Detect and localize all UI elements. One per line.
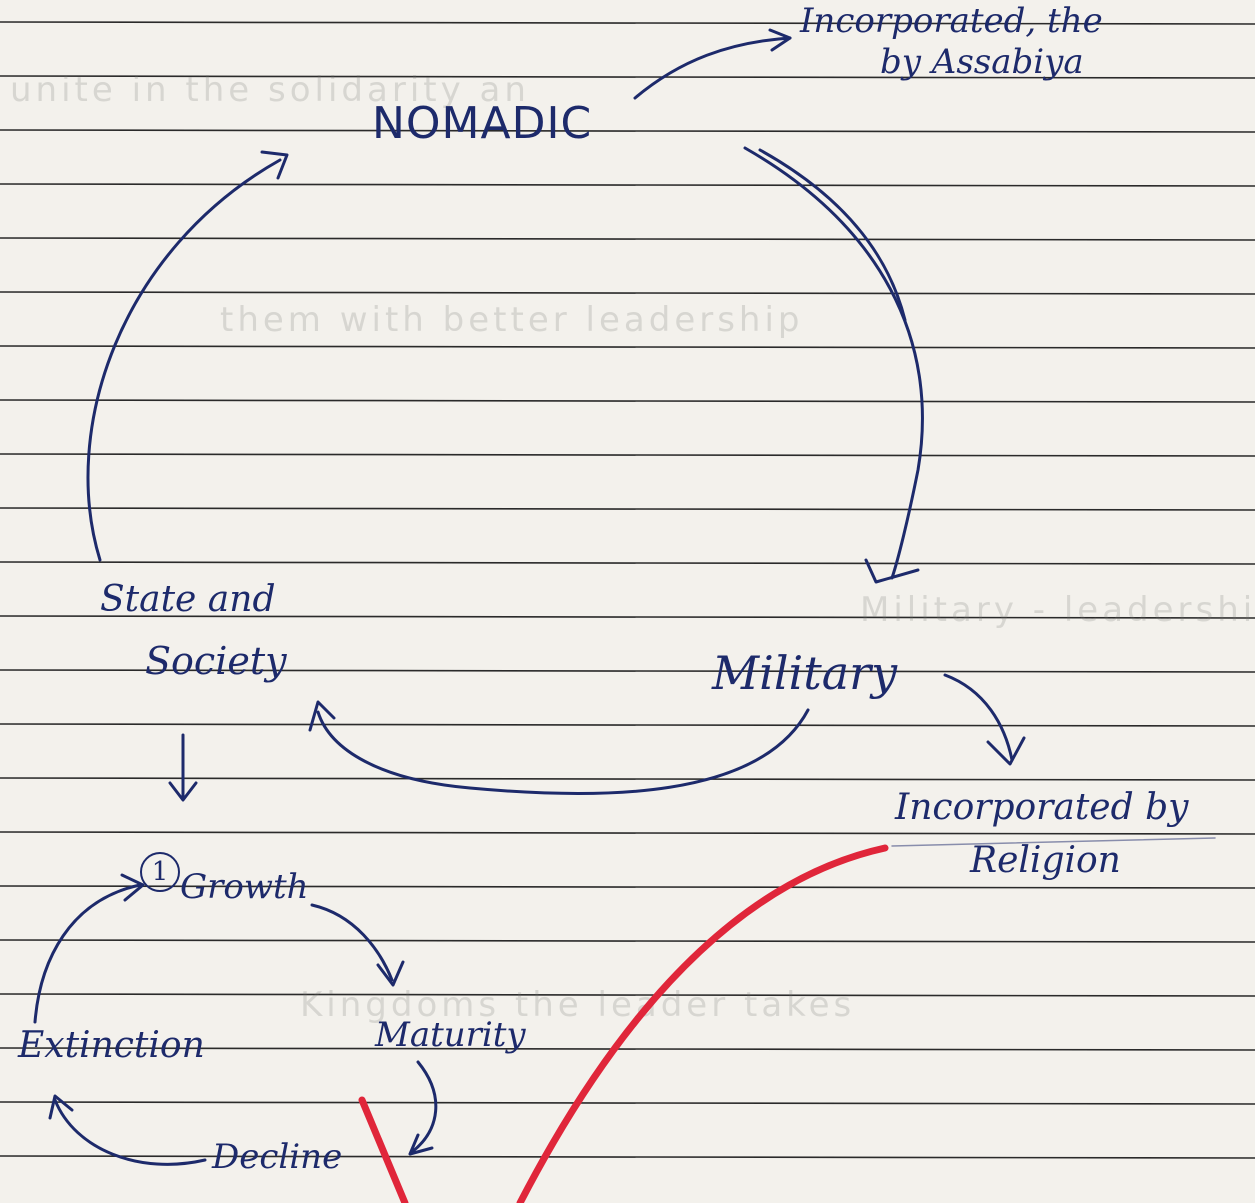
stage-extinction: Extinction (18, 1025, 205, 1066)
rule-line (0, 507, 1255, 511)
annotation-assabiya-line1: Incorporated, the (800, 1, 1103, 41)
background-bleed: Military - leadership (860, 590, 1255, 630)
rule-line (0, 1101, 1255, 1105)
stage-maturity: Maturity (375, 1015, 526, 1055)
annotation-assabiya-line2: by Assabiya (880, 42, 1084, 82)
rule-line (0, 237, 1255, 241)
arrow-maturity-to-decline (410, 1060, 438, 1154)
node-nomadic: NOMADIC (372, 98, 593, 149)
rule-line (0, 75, 1255, 79)
rule-line (0, 939, 1255, 943)
rule-line (0, 777, 1255, 781)
arrow-nomadic-to-assabiya (633, 36, 792, 100)
arrow-head-assabiya (768, 28, 792, 52)
rule-line (0, 669, 1255, 673)
arrow-head-extinction (48, 1094, 74, 1120)
node-military: Military (712, 646, 898, 700)
arrow-head-growth (120, 873, 145, 902)
node-state-society-line1: State and (100, 579, 276, 620)
arrow-military-to-state (316, 708, 810, 796)
arrow-growth-to-maturity (310, 903, 394, 982)
underline-incorporated-religion (891, 837, 1216, 847)
rule-line (0, 993, 1255, 997)
background-bleed: Kingdoms the leader takes (300, 985, 856, 1025)
rule-line (0, 885, 1255, 889)
annotation-religion-line2: Religion (970, 840, 1121, 881)
rule-line (0, 399, 1255, 403)
arrow-head-nomadic (260, 150, 289, 180)
arrow-decline-to-extinction (53, 1098, 207, 1166)
rule-line (0, 345, 1255, 349)
arrow-head-religion (986, 736, 1026, 766)
rule-line (0, 561, 1255, 565)
arrow-head-decline (408, 1133, 434, 1156)
red-check-long-stroke (516, 844, 889, 1203)
background-bleed: unite in the solidarity an (10, 70, 530, 110)
arrow-head-state (308, 700, 336, 732)
arrow-head-growth-down (168, 781, 198, 802)
arrow-state-to-nomadic (86, 158, 282, 562)
rule-line (0, 291, 1255, 295)
annotation-religion-line1: Incorporated by (895, 787, 1189, 828)
cycle-number-circle: 1 (140, 852, 180, 892)
rule-line (0, 615, 1255, 619)
rule-line (0, 1155, 1255, 1159)
background-bleed: them with better leadership (220, 300, 804, 340)
red-check-short-stroke (358, 1096, 409, 1203)
stage-decline: Decline (212, 1137, 343, 1177)
rule-line (0, 1047, 1255, 1051)
rule-line (0, 21, 1255, 25)
rule-line (0, 183, 1255, 187)
arrow-head-maturity (376, 960, 405, 987)
arrow-nomadic-to-military (743, 146, 924, 580)
stage-growth: Growth (180, 867, 309, 907)
arrow-extinction-to-growth (33, 883, 142, 1024)
arrow-military-to-religion (943, 673, 1014, 762)
arrow-head-military (864, 558, 920, 584)
node-state-society-line2: Society (145, 639, 287, 683)
rule-line (0, 723, 1255, 727)
rule-line (0, 831, 1255, 835)
rule-line (0, 453, 1255, 457)
arrow-nomadic-to-military-stroke (758, 148, 907, 322)
rule-line (0, 129, 1255, 133)
